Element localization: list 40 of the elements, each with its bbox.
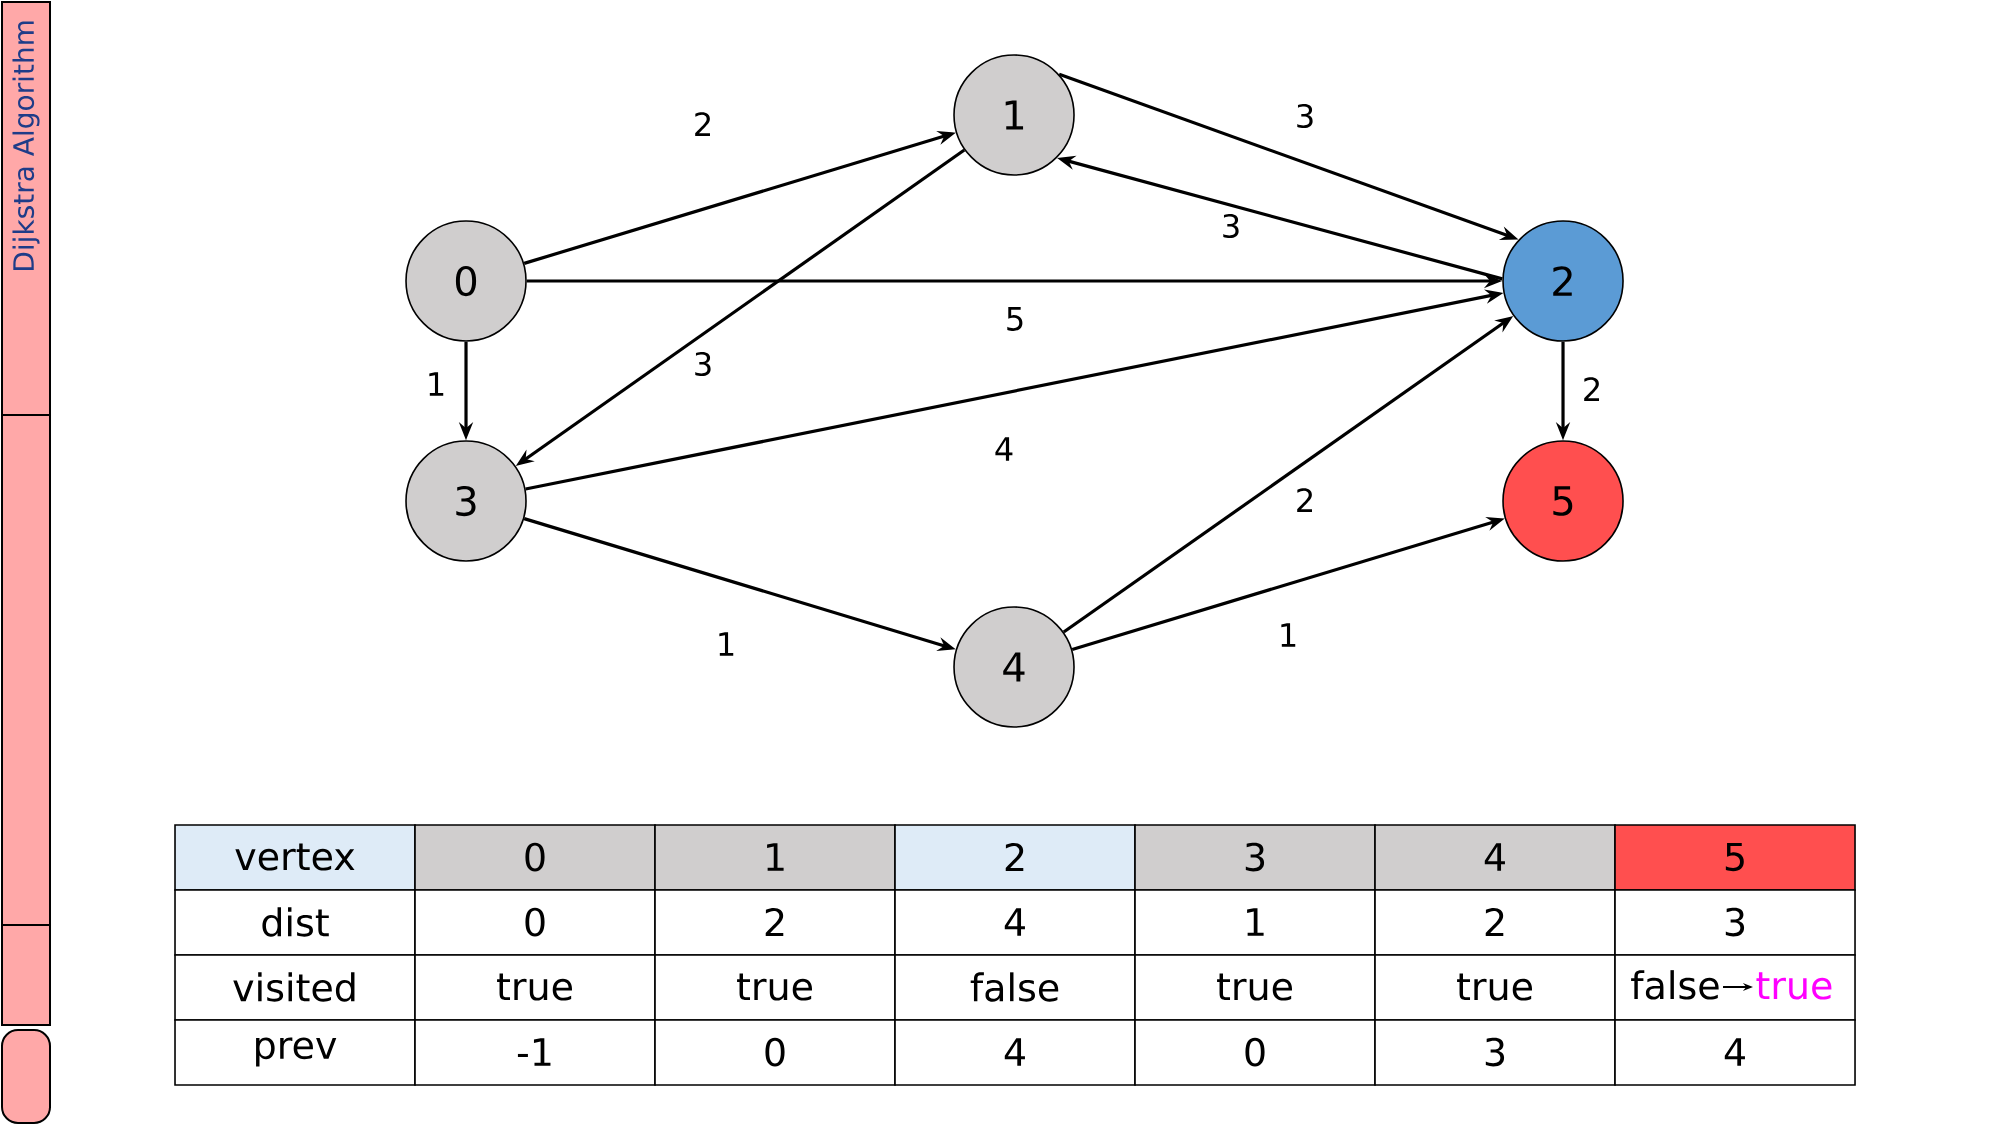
table-cell: false true <box>1614 954 1856 1021</box>
table-cell: -1 <box>414 1019 656 1086</box>
table-cell: vertex <box>174 824 416 891</box>
table-cell: 4 <box>894 1019 1136 1086</box>
table-cell: 2 <box>894 824 1136 891</box>
table-cell: 5 <box>1614 824 1856 891</box>
sidebar-title: Dijkstra Algorithm <box>12 21 40 270</box>
edge-label: 3 <box>1218 211 1244 241</box>
edge-label: 1 <box>713 630 739 658</box>
edge-label: 3 <box>690 349 716 379</box>
edge-label: 2 <box>1292 486 1318 514</box>
table-cell: 3 <box>1614 889 1856 956</box>
table-cell: 3 <box>1134 824 1376 891</box>
table-cell: 0 <box>414 824 656 891</box>
table-cell: dist <box>174 889 416 956</box>
edge-label: 5 <box>1002 305 1028 333</box>
table-cell: true <box>1134 954 1376 1021</box>
table-cell: true <box>1374 954 1616 1021</box>
table-cell: prev <box>174 1019 416 1086</box>
table-cell: 0 <box>414 889 656 956</box>
table-cell: 2 <box>1374 889 1616 956</box>
edge-label: 1 <box>1275 621 1301 649</box>
table-cell: true <box>414 954 656 1021</box>
edge-label: 2 <box>1579 375 1605 403</box>
table-cell: 1 <box>654 824 896 891</box>
edge-label: 4 <box>991 435 1017 463</box>
table-cell: true <box>654 954 896 1021</box>
table-cell: 4 <box>894 889 1136 956</box>
table-cell: 0 <box>654 1019 896 1086</box>
table-cell: 4 <box>1614 1019 1856 1086</box>
table-cell: false <box>894 954 1136 1021</box>
edge-label: 1 <box>423 370 449 398</box>
table-cell: 4 <box>1374 824 1616 891</box>
edge-label: 2 <box>690 110 716 138</box>
table-cell: 1 <box>1134 889 1376 956</box>
table-cell: 2 <box>654 889 896 956</box>
table-cell: 3 <box>1374 1019 1616 1086</box>
table-cell: 0 <box>1134 1019 1376 1086</box>
table-cell: visited <box>174 954 416 1021</box>
edge-label: 3 <box>1292 101 1318 131</box>
